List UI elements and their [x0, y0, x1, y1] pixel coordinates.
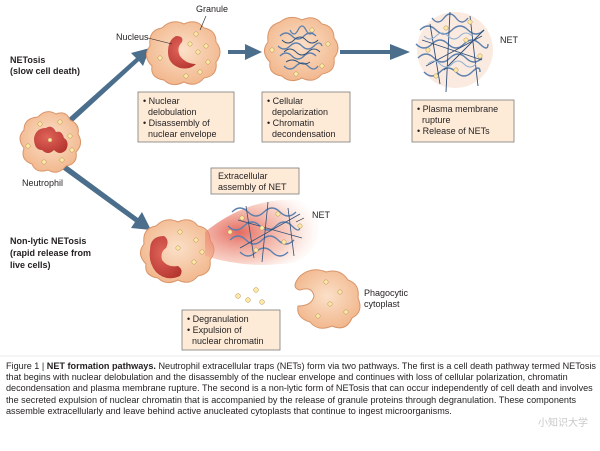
- box2-line: • Cellular: [267, 96, 303, 106]
- watermark: 小知识大学: [538, 418, 588, 429]
- arrow-to-nonlytic: [58, 162, 151, 230]
- figure-caption: Figure 1 | NET formation pathways. Neutr…: [6, 361, 596, 417]
- box2-line: decondensation: [267, 129, 336, 139]
- net-bottom-pointer: [295, 217, 305, 223]
- nucleus-pointer: [147, 37, 173, 45]
- decondensed-cell: [264, 16, 339, 82]
- nucleus-label: Nucleus: [116, 32, 149, 42]
- phagocytic-label-1: Phagocytic: [364, 288, 409, 298]
- arrow-to-net-release: [340, 44, 410, 60]
- released-net: [415, 11, 493, 93]
- neutrophil-cell: [19, 111, 82, 173]
- extracellular-net-cloud: [205, 199, 319, 265]
- netosis-subtitle: (slow cell death): [10, 66, 80, 76]
- nonlytic-subtitle-1: (rapid release from: [10, 248, 91, 258]
- caption-body: Neutrophil extracellular traps (NETs) fo…: [6, 361, 596, 416]
- delobulated-cell: [146, 21, 221, 86]
- box1-line: • Nuclear: [143, 96, 180, 106]
- neutrophil-label: Neutrophil: [22, 178, 63, 188]
- arrow-to-decondensation: [228, 44, 262, 60]
- phagocytic-label-2: cytoplast: [364, 299, 400, 309]
- extracellular-assembly-box: Extracellular assembly of NET: [210, 167, 300, 195]
- granule-pointer: [199, 15, 207, 31]
- box1-line: nuclear envelope: [143, 129, 217, 139]
- box1-line: • Disassembly of: [143, 118, 210, 128]
- nonlytic-subtitle-2: live cells): [10, 260, 51, 270]
- secreted-granules: [235, 287, 265, 305]
- box2-line: • Chromatin: [267, 118, 314, 128]
- step-box-2: • Cellular depolarization • Chromatin de…: [261, 91, 351, 143]
- phagocytic-cytoplast: [294, 269, 361, 329]
- granule-label: Granule: [196, 4, 228, 14]
- caption-title: NET formation pathways.: [46, 361, 156, 371]
- caption-figure-number: Figure 1 |: [6, 361, 47, 371]
- box2-line: depolarization: [267, 107, 328, 117]
- box1-line: delobulation: [143, 107, 197, 117]
- net-label-top: NET: [500, 35, 519, 45]
- box4-line: • Degranulation: [187, 314, 249, 324]
- netosis-title: NETosis: [10, 55, 45, 65]
- net-label-bottom: NET: [312, 210, 331, 220]
- extracellular-label-1: Extracellular: [218, 171, 268, 181]
- step-box-4: • Degranulation • Expulsion of nuclear c…: [181, 309, 281, 351]
- pathway-arrows: [58, 44, 410, 230]
- box3-line: • Plasma membrane: [417, 104, 498, 114]
- nonlytic-title: Non-lytic NETosis: [10, 236, 86, 246]
- box3-line: rupture: [417, 115, 451, 125]
- step-box-1: • Nuclear delobulation • Disassembly of …: [137, 91, 235, 143]
- arrow-to-netosis: [62, 48, 150, 128]
- box3-line: • Release of NETs: [417, 126, 490, 136]
- box4-line: nuclear chromatin: [187, 336, 264, 346]
- nonlytic-cell: [140, 219, 215, 284]
- extracellular-label-2: assembly of NET: [218, 182, 287, 192]
- step-box-3: • Plasma membrane rupture • Release of N…: [411, 99, 515, 143]
- box4-line: • Expulsion of: [187, 325, 242, 335]
